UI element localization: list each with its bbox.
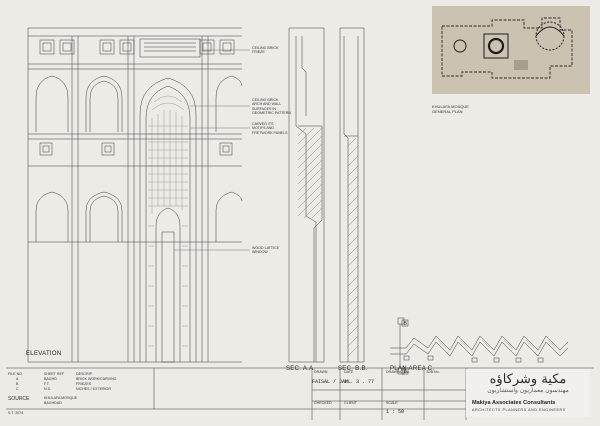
drawing-no-label: DRAWING No. <box>386 370 410 374</box>
date-label: DATE <box>344 370 354 374</box>
file-no-label: FILE NO. <box>8 372 23 376</box>
plan-area-c-label: PLAN AREA C. <box>390 366 435 372</box>
company-logo-block: مكية وشركاؤه مهندسون معماريون واستشاريون… <box>466 369 590 417</box>
row-key: C <box>16 387 19 391</box>
row-desc: FRIEZES <box>76 382 92 386</box>
drawn-value: FAISAL / JAML <box>312 379 352 385</box>
source-value-2: BAGHDAD <box>44 401 62 405</box>
row-code: F.T. <box>44 382 50 386</box>
job-no-label: JOB No. <box>426 370 440 374</box>
scale-label: SCALE <box>386 401 398 405</box>
photo-caption: KHULAFA MOSQUE GENERAL PLAN <box>432 104 469 114</box>
company-arabic-subtitle: مهندسون معماريون واستشاريون <box>487 387 569 394</box>
client-label: CLIENT <box>344 401 357 405</box>
row-key: B <box>16 382 19 386</box>
section-aa-drawing <box>288 27 325 363</box>
note-carved-motifs: CARVED ITS MOTIFS AND FRETWORK PANELS <box>252 122 288 135</box>
company-arabic-name: مكية وشركاؤه <box>489 372 567 387</box>
checked-label: CHECKED <box>314 401 332 405</box>
section-aa-label: SEC. A.A. <box>286 366 316 372</box>
section-marker-b-bottom: B <box>404 369 408 375</box>
date-value: 1 . 3 . 77 <box>344 379 375 385</box>
company-tagline: ARCHITECTS PLANNERS AND ENGINEERS <box>472 408 566 412</box>
scale-value: 1 : 50 <box>386 409 405 415</box>
title-block-lines <box>6 367 594 420</box>
drawing-linework: B B <box>6 27 594 420</box>
row-code: BAGHD <box>44 377 57 381</box>
note-ceiling-brick-frieze: CEILING BRICK FRIEZE <box>252 46 279 55</box>
row-desc: BRICK WORK/CARVING <box>76 377 117 381</box>
section-marker-b-top: B <box>404 321 408 327</box>
source-value-1: KHULAFA MOSQUE <box>44 396 78 400</box>
note-wood-lattice-window: WOOD LATTICE WINDOW <box>252 246 280 255</box>
elevation-label: ELEVATION <box>26 351 62 357</box>
company-name: Makiya Associates Consultants <box>472 400 556 406</box>
row-code: N.S. <box>44 387 51 391</box>
row-desc: NICHES / EXTERIOR <box>76 387 111 391</box>
sheet-ref-label: SHEET REF <box>44 372 65 376</box>
source-label: SOURCE <box>8 396 30 402</box>
section-markers: B B <box>401 319 409 375</box>
sheet-id: S.T. 2074 <box>8 411 24 415</box>
section-bb-drawing <box>339 27 365 363</box>
row-key: A <box>16 377 19 381</box>
drawn-label: DRAWN <box>314 370 328 374</box>
site-plan-photo <box>432 6 590 94</box>
note-ceiling-brick-arch: CEILING BRICK ARCH AND WALL SURFACES IN … <box>252 98 291 116</box>
descrip-label: DESCRIP. <box>76 372 93 376</box>
section-bb-label: SEC. B.B. <box>338 366 368 372</box>
elevation-drawing <box>27 27 243 363</box>
